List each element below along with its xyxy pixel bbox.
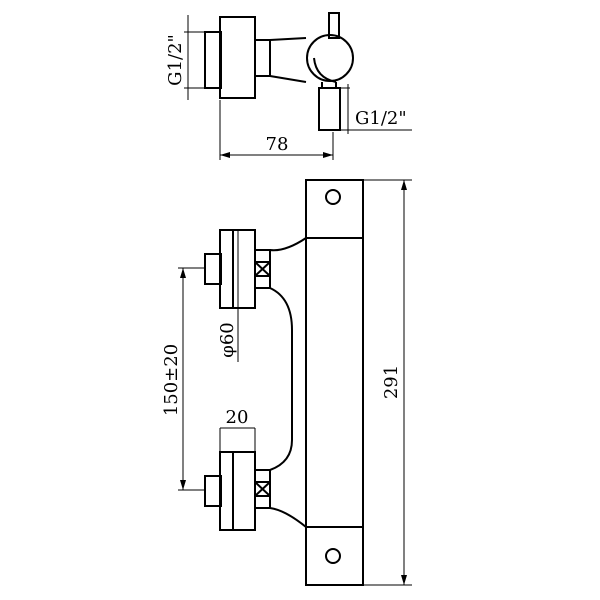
height-dimension: 291: [381, 365, 402, 399]
left-thread-label: G1/2": [165, 34, 186, 86]
rosette-depth-dimension: 20: [226, 407, 249, 428]
body-taper: [269, 37, 307, 83]
wall-rosette: [219, 16, 256, 99]
knob-detail: [313, 57, 337, 83]
bottom-outlet-stub: [318, 87, 341, 131]
bottom-thread-label: G1/2": [355, 108, 407, 129]
connector-block: [254, 39, 271, 77]
top-view: G1/2" G1/2" 78: [165, 12, 412, 160]
left-inlet-stub: [204, 31, 222, 89]
top-fixing-hole: [325, 189, 341, 205]
mixer-body: [305, 179, 364, 586]
knob-stem: [328, 12, 340, 39]
front-view: 150±20 φ60 20 291: [161, 179, 412, 586]
thermostat-knob: [306, 34, 354, 82]
lower-inlet-stub: [204, 475, 222, 507]
upper-nut: [254, 249, 271, 289]
centre-distance-dimension: 150±20: [161, 344, 182, 416]
diameter-dimension: φ60: [217, 322, 238, 358]
bottom-fixing-hole: [325, 548, 341, 564]
lower-rosette: [219, 451, 256, 531]
upper-inlet-stub: [204, 253, 222, 285]
depth-dimension: 78: [266, 134, 289, 155]
lower-nut: [254, 469, 271, 509]
